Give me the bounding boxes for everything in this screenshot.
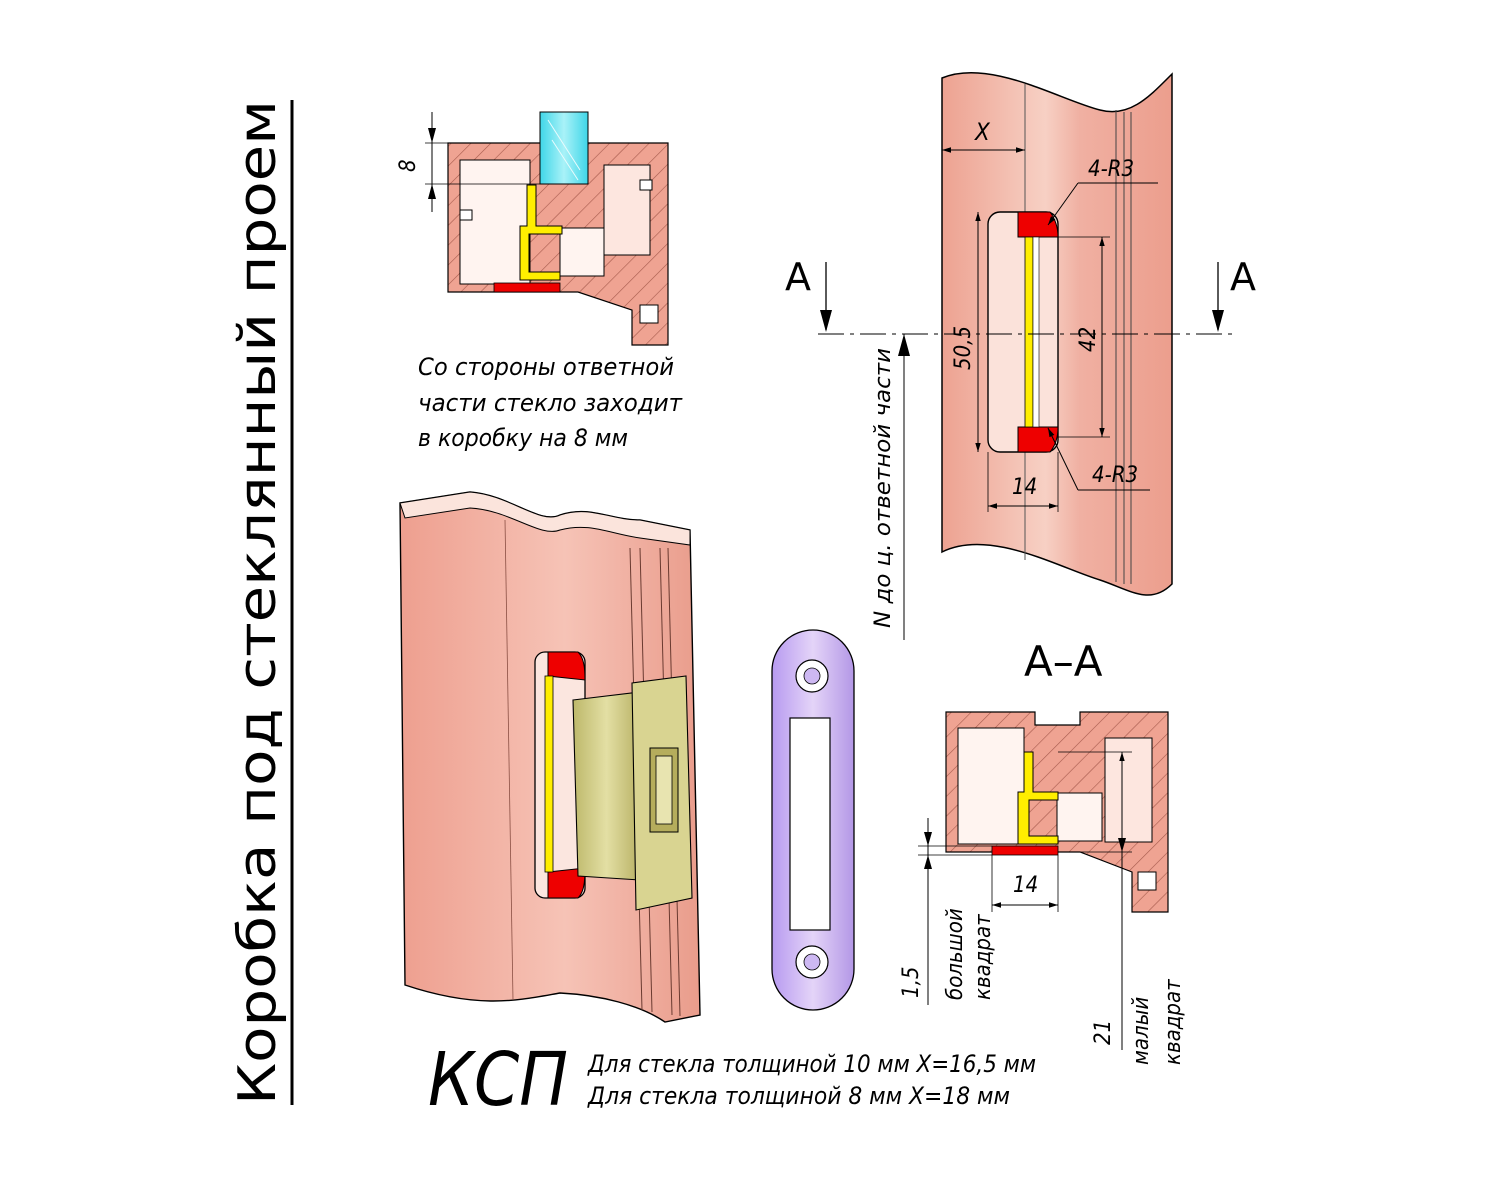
section-aa-drawing: A–A 14 1,5 большой квадрат 21 малый квад… [899, 637, 1186, 1065]
top-red-strip [493, 282, 561, 293]
top-note: Со стороны ответной части стекло заходит… [418, 353, 684, 452]
front-red-bottom [1017, 426, 1059, 453]
front-axis-note: N до ц. ответной части [871, 348, 896, 628]
model-label: КСП [428, 1037, 568, 1123]
top-section-drawing: 8 [396, 111, 669, 346]
iso-red-top [547, 651, 586, 681]
front-dim-14: 14 [1012, 475, 1037, 500]
section-aa-title: A–A [1024, 637, 1103, 686]
iso-latch-body [572, 691, 641, 881]
page-title: Коробка под стеклянный проем [228, 100, 288, 1105]
top-dim-8: 8 [396, 159, 421, 172]
top-profile-notch-left [459, 209, 473, 221]
front-view-drawing: X 4-R3 4-R3 50,5 42 14 A A N до ц. ответ… [785, 72, 1256, 640]
strike-plate [771, 629, 855, 1011]
iso-profile-top-face [399, 491, 691, 546]
section-aa-label-small-1: малый [1129, 997, 1154, 1065]
section-aa-dim-21: 21 [1091, 1020, 1116, 1045]
front-dim-42: 42 [1076, 327, 1101, 352]
section-aa-chamber-left [957, 727, 1025, 845]
top-note-line-2: части стекло заходит [418, 389, 684, 417]
front-label-4r3-top: 4-R3 [1088, 157, 1134, 182]
front-red-top [1017, 211, 1059, 238]
top-profile-notch-right [639, 179, 653, 191]
section-aa-label-small-2: квадрат [1161, 978, 1186, 1065]
front-yellow-gasket [1024, 236, 1034, 428]
front-label-4r3-bottom: 4-R3 [1092, 463, 1138, 488]
footer: КСП Для стекла толщиной 10 мм X=16,5 мм … [428, 1037, 1036, 1123]
glass-note-10mm: Для стекла толщиной 10 мм X=16,5 мм [587, 1050, 1036, 1078]
section-aa-dim-1-5: 1,5 [899, 967, 924, 998]
section-mark-left: A [785, 255, 811, 299]
glass-note-8mm: Для стекла толщиной 8 мм X=18 мм [587, 1082, 1010, 1110]
section-aa-red-strip [991, 845, 1059, 856]
top-note-line-3: в коробку на 8 мм [418, 424, 628, 452]
section-mark-right: A [1230, 255, 1256, 299]
top-note-line-1: Со стороны ответной [418, 353, 674, 381]
front-cutout [987, 211, 1059, 453]
front-dim-50-5: 50,5 [951, 326, 976, 370]
section-aa-label-big-2: квадрат [971, 913, 996, 1000]
top-profile-chamber-right [603, 164, 651, 256]
section-aa-dim-14: 14 [1013, 873, 1038, 898]
top-yellow-gasket [519, 184, 563, 281]
section-aa-yellow-gasket [1017, 751, 1059, 845]
top-profile-chamber-mid [559, 227, 605, 277]
section-aa-chamber-right [1104, 737, 1153, 843]
section-aa-chamber-mid [1056, 792, 1103, 842]
top-profile-chamber-left [459, 159, 531, 285]
section-aa-label-big-1: большой [943, 908, 968, 1000]
iso-yellow-gasket [544, 675, 554, 873]
top-glass-pane [539, 111, 589, 185]
section-aa-slot [1137, 871, 1157, 891]
front-dim-x: X [974, 118, 991, 146]
strike-plate-slot [789, 717, 831, 931]
title-group: Коробка под стеклянный проем [228, 100, 294, 1105]
isometric-assembly [399, 491, 701, 1023]
top-profile-slot [639, 304, 659, 324]
